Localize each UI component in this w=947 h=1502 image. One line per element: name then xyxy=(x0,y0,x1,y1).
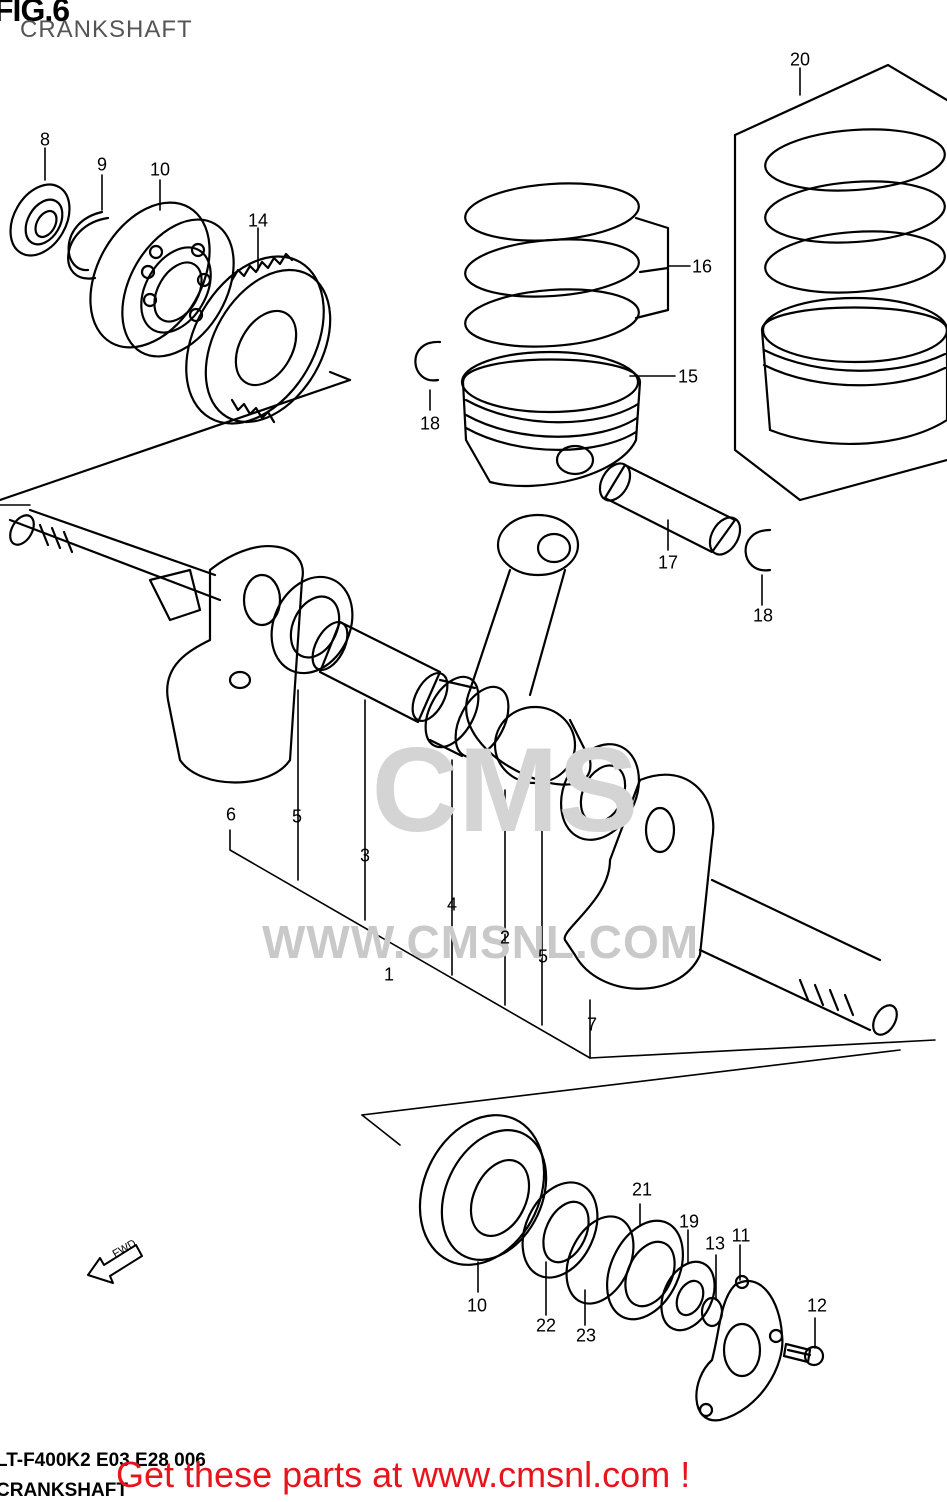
callout-21[interactable]: 21 xyxy=(631,1179,653,1200)
callout-19[interactable]: 19 xyxy=(678,1211,700,1232)
bearing-8 xyxy=(9,183,71,257)
callout-16[interactable]: 16 xyxy=(691,256,713,277)
crank-half-7 xyxy=(563,773,898,1036)
conrod-2 xyxy=(465,513,592,786)
callout-14[interactable]: 14 xyxy=(247,210,269,231)
callout-23[interactable]: 23 xyxy=(575,1325,597,1346)
leader-lines-bottom xyxy=(477,1203,816,1349)
bearing-22 xyxy=(521,1181,599,1279)
washer-5-right xyxy=(560,743,640,841)
washer-5-left xyxy=(270,575,354,675)
piston-set-20 xyxy=(733,63,947,502)
callout-17[interactable]: 17 xyxy=(657,552,679,573)
promo-link[interactable]: Get these parts at www.cmsnl.com ! xyxy=(116,1454,691,1495)
figure-title: FIG.6 xyxy=(0,0,70,28)
callout-5-right[interactable]: 5 xyxy=(537,946,549,967)
callout-7[interactable]: 7 xyxy=(586,1014,598,1035)
callout-22[interactable]: 22 xyxy=(535,1315,557,1336)
circlip-9 xyxy=(67,210,110,280)
piston-15 xyxy=(460,350,642,488)
bolt-12 xyxy=(782,1342,825,1367)
callout-15[interactable]: 15 xyxy=(677,366,699,387)
callout-13[interactable]: 13 xyxy=(704,1233,726,1254)
bearing-10-bottom xyxy=(418,1114,548,1266)
leader-group-top xyxy=(0,378,352,502)
callout-20[interactable]: 20 xyxy=(789,49,811,70)
figure-subtitle: CRANKSHAFT xyxy=(20,16,193,43)
forward-arrow-icon xyxy=(87,1244,143,1284)
footer-model-code: LT-F400K2 E03 E28 006 xyxy=(0,1450,206,1471)
needle-bearing-4 xyxy=(424,675,510,759)
callout-8[interactable]: 8 xyxy=(39,129,51,150)
crank-pin-3 xyxy=(311,620,449,724)
callout-3[interactable]: 3 xyxy=(359,845,371,866)
seal-21 xyxy=(606,1219,684,1321)
callout-10-bottom[interactable]: 10 xyxy=(466,1295,488,1316)
callout-5-left[interactable]: 5 xyxy=(291,806,303,827)
callout-10[interactable]: 10 xyxy=(149,159,171,180)
callout-9[interactable]: 9 xyxy=(96,154,108,175)
leader-lines-crank xyxy=(0,504,936,1059)
circlip-18-right xyxy=(744,528,772,572)
gear-14 xyxy=(185,252,332,425)
callout-2[interactable]: 2 xyxy=(499,927,511,948)
plate-11 xyxy=(695,1274,784,1422)
callout-18-right[interactable]: 18 xyxy=(752,605,774,626)
watermark-url: WWW.CMSNL.COM xyxy=(262,916,700,968)
collar-19 xyxy=(660,1260,716,1332)
bearing-10-top xyxy=(89,201,235,358)
callout-6[interactable]: 6 xyxy=(225,804,237,825)
footer-section-name: CRANKSHAFT xyxy=(0,1480,128,1501)
callout-12[interactable]: 12 xyxy=(806,1295,828,1316)
circlip-18-left xyxy=(414,340,442,382)
callout-18-left[interactable]: 18 xyxy=(419,413,441,434)
callout-1[interactable]: 1 xyxy=(383,964,395,985)
callout-11[interactable]: 11 xyxy=(731,1225,751,1246)
piston-rings-16 xyxy=(464,182,670,348)
crank-half-6 xyxy=(8,508,304,784)
callout-4[interactable]: 4 xyxy=(446,894,458,915)
leader-lines-top xyxy=(44,67,801,606)
leader-group-bottom xyxy=(361,1049,901,1116)
watermark-logo: CMS xyxy=(371,723,639,857)
piston-pin-17 xyxy=(598,462,742,556)
